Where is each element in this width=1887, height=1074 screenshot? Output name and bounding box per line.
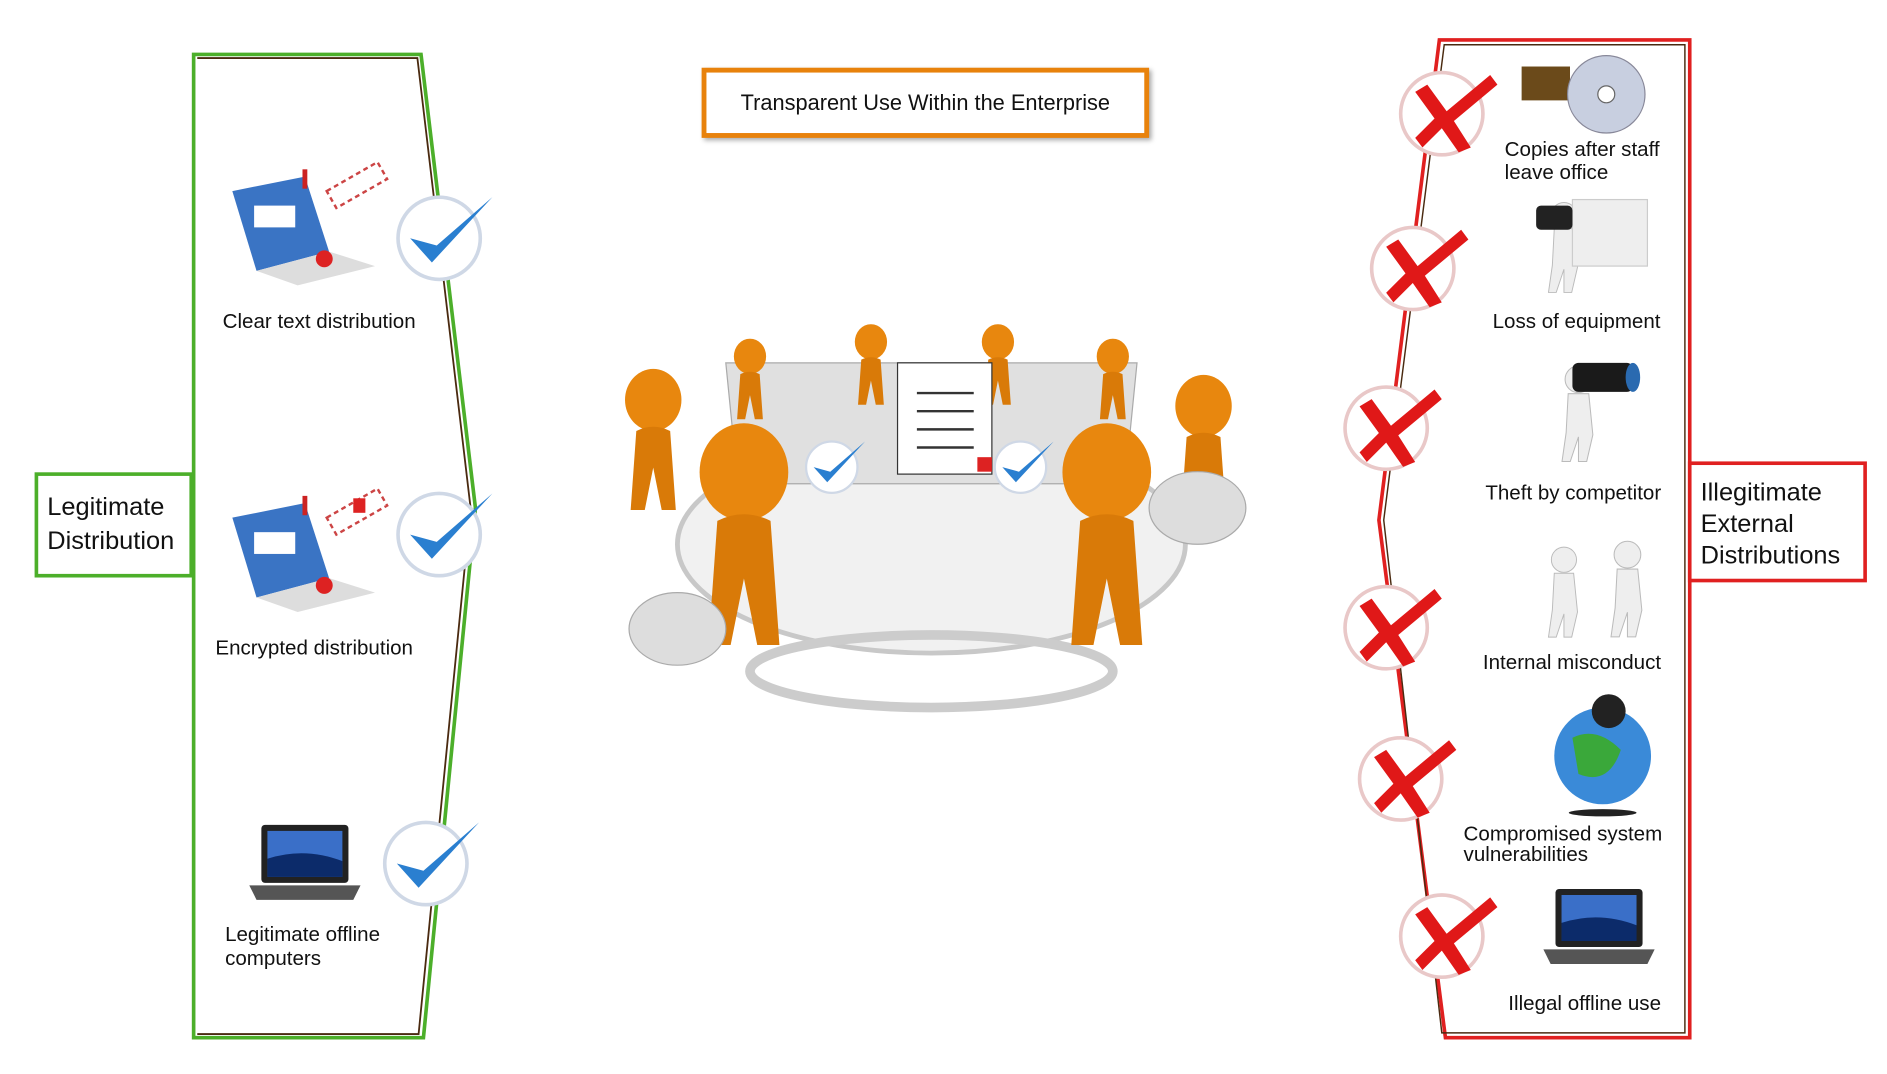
legitimate-label-line: Legitimate [47,493,164,521]
item-label: vulnerabilities [1464,843,1589,866]
hacker-globe-icon [1554,694,1652,817]
figure-camera-icon [1561,362,1641,463]
cross-icon [1369,225,1471,312]
cross-icon [1343,584,1444,671]
title-box: Transparent Use Within the Enterprise [701,67,1150,138]
legitimate-label-box [34,472,194,578]
cross-icon [1398,893,1500,980]
item-label: Illegal offline use [1508,992,1661,1015]
item-label: Compromised system [1464,823,1663,846]
laptop-mail-icon [231,160,389,287]
check-icon [396,491,495,578]
illegitimate-label-line: External [1701,510,1794,538]
legitimate-panel: Legitimate Distribution Clear text distr… [34,52,495,1040]
item-label: Encrypted distribution [215,636,413,659]
item-label: computers [225,947,321,970]
check-icon [382,820,481,907]
illegitimate-label-box [1687,461,1867,583]
item-label: Internal misconduct [1483,651,1661,674]
document-icon [896,362,993,475]
item-label: Legitimate offline [225,923,380,946]
laptop-icon [249,824,361,900]
figures-fighting-icon [1547,540,1643,638]
cross-icon [1398,70,1500,157]
item-label: Loss of equipment [1493,310,1661,333]
illegitimate-panel: Illegitimate External Distributions Copi… [1343,38,1867,1040]
laptop-icon [1543,888,1655,964]
item-label: leave office [1505,161,1609,184]
lock-icon [977,457,992,472]
cross-icon [1357,735,1459,822]
item-label: Clear text distribution [223,310,416,333]
legitimate-label-line: Distribution [47,527,174,555]
illegitimate-label-line: Distributions [1701,542,1841,570]
check-icon [396,195,495,282]
cross-icon [1343,385,1444,472]
meeting-table-illustration [625,324,1247,713]
title-text: Transparent Use Within the Enterprise [741,90,1110,115]
illegitimate-label-line: Illegitimate [1701,479,1822,507]
disc-tape-icon [1521,55,1646,134]
item-label: Theft by competitor [1485,482,1661,505]
figure-carrying-box-icon [1536,198,1649,293]
item-label: Copies after staff [1505,138,1660,161]
